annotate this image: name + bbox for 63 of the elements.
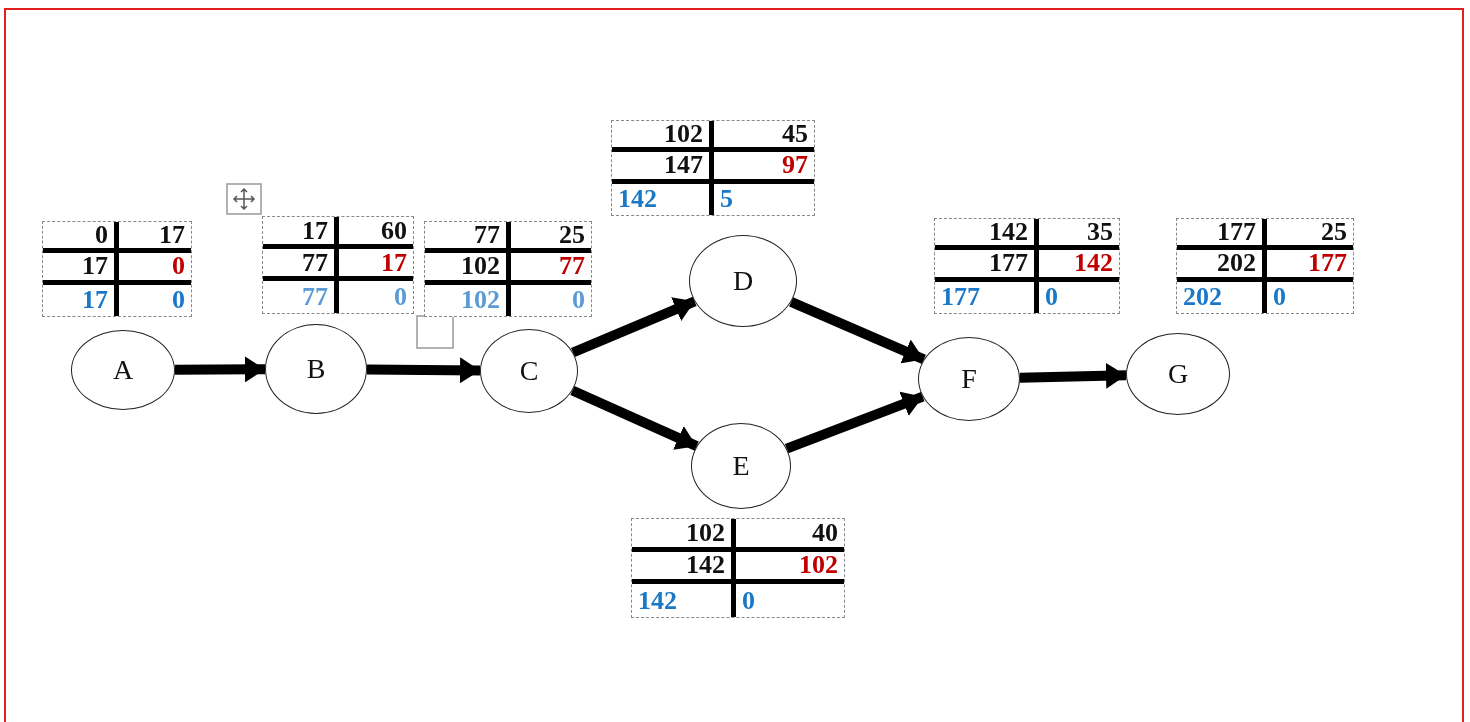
table-cell: 142 bbox=[612, 183, 714, 215]
table-cell: 102 bbox=[425, 284, 511, 316]
node-label: F bbox=[961, 365, 977, 393]
table-cell-text: 0 bbox=[571, 284, 586, 316]
node-label: G bbox=[1167, 360, 1189, 388]
table-cell: 17 bbox=[43, 284, 119, 316]
node-label: D bbox=[732, 267, 754, 295]
table-cell: 40 bbox=[736, 519, 844, 552]
table-cell: 147 bbox=[612, 152, 714, 184]
table-cell: 177 bbox=[935, 250, 1039, 282]
table-cell: 77 bbox=[511, 253, 591, 285]
schedule-table bbox=[1176, 218, 1354, 314]
block-arrow bbox=[570, 385, 699, 451]
table-cell: 142 bbox=[935, 219, 1039, 251]
table-cell: 17 bbox=[119, 222, 191, 254]
table-cell: 142 bbox=[632, 584, 736, 617]
block-arrow bbox=[175, 356, 266, 383]
table-cell-text: 0 bbox=[1044, 281, 1059, 313]
table-cell: 202 bbox=[1177, 281, 1267, 313]
schedule-table bbox=[42, 221, 192, 317]
schedule-table bbox=[934, 218, 1120, 314]
table-cell: 0 bbox=[119, 253, 191, 285]
table-cell-text: 0 bbox=[171, 284, 186, 316]
table-cell: 102 bbox=[632, 519, 736, 552]
table-cell: 177 bbox=[1177, 219, 1267, 251]
table-cell: 35 bbox=[1039, 219, 1119, 251]
node-label: B bbox=[306, 355, 326, 383]
block-arrow bbox=[789, 297, 926, 365]
block-arrow bbox=[784, 391, 925, 454]
table-cell: 17 bbox=[43, 253, 119, 285]
block-arrow bbox=[571, 296, 697, 358]
table-cell: 0 bbox=[43, 222, 119, 254]
schedule-table bbox=[611, 120, 815, 216]
table-cell: 142 bbox=[632, 551, 736, 585]
table-cell: 142 bbox=[1039, 250, 1119, 282]
node-label: E bbox=[732, 452, 750, 480]
table-cell: 60 bbox=[339, 217, 413, 249]
table-cell: 45 bbox=[714, 121, 814, 153]
table-cell: 17 bbox=[339, 249, 413, 281]
table-cell-text: 0 bbox=[393, 281, 408, 313]
block-arrow bbox=[366, 357, 481, 384]
table-cell: 25 bbox=[511, 222, 591, 254]
table-cell: 102 bbox=[425, 253, 511, 285]
node-label: C bbox=[519, 357, 539, 385]
table-cell: 102 bbox=[736, 551, 844, 585]
table-cell: 77 bbox=[263, 249, 339, 281]
block-arrow bbox=[1019, 362, 1127, 389]
table-cell: 102 bbox=[612, 121, 714, 153]
table-cell: 77 bbox=[425, 222, 511, 254]
schedule-table bbox=[262, 216, 414, 314]
table-cell-text: 0 bbox=[1272, 281, 1287, 313]
table-cell: 25 bbox=[1267, 219, 1353, 251]
table-cell: 97 bbox=[714, 152, 814, 184]
table-cell: 77 bbox=[263, 281, 339, 313]
schedule-table bbox=[631, 518, 845, 618]
table-cell-text: 0 bbox=[741, 584, 756, 617]
table-cell: 17 bbox=[263, 217, 339, 249]
node-label: A bbox=[112, 356, 134, 384]
table-cell-text: 5 bbox=[719, 183, 734, 215]
table-cell: 177 bbox=[935, 281, 1039, 313]
schedule-table bbox=[424, 221, 592, 317]
table-cell: 177 bbox=[1267, 250, 1353, 282]
table-cell: 202 bbox=[1177, 250, 1267, 282]
